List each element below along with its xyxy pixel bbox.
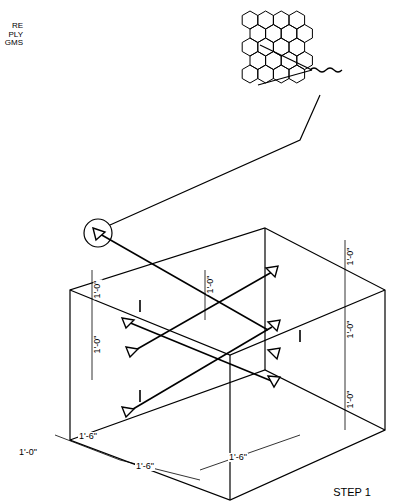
dimension-label: 1'-0" [18, 448, 38, 457]
cube-edge [70, 370, 385, 440]
dimension-label: 1'-0" [346, 320, 355, 340]
anchor-triangles [93, 228, 280, 417]
hex-cell [289, 65, 305, 83]
dimension-lines [55, 240, 345, 480]
dimension-label: 1'-0" [93, 335, 102, 355]
hex-cell [273, 65, 289, 83]
cube-edge [70, 290, 385, 355]
dimension-label: 1'-0" [346, 247, 355, 267]
note-text: RE PLY GMS [2, 22, 24, 47]
graphene-hex-cluster [242, 11, 312, 83]
diaphragm-wires [100, 234, 300, 412]
dimension-label: 1'-0" [206, 275, 215, 295]
cube-edge [264, 228, 265, 370]
step-label: STEP 1 [332, 487, 372, 498]
hex-cell [258, 65, 274, 83]
dimension-label: 1'-6" [78, 432, 98, 441]
detail-circle [84, 219, 112, 247]
hex-cell [242, 65, 258, 83]
cube-edge [229, 355, 230, 500]
leader-line [110, 95, 320, 225]
dimension-label: 1'-0" [346, 390, 355, 410]
dimension-label: 1'-0" [93, 280, 102, 300]
dimension-label: 1'-6" [228, 453, 248, 462]
wire-squiggle [310, 68, 342, 72]
dimension-label: 1'-6" [135, 462, 155, 471]
